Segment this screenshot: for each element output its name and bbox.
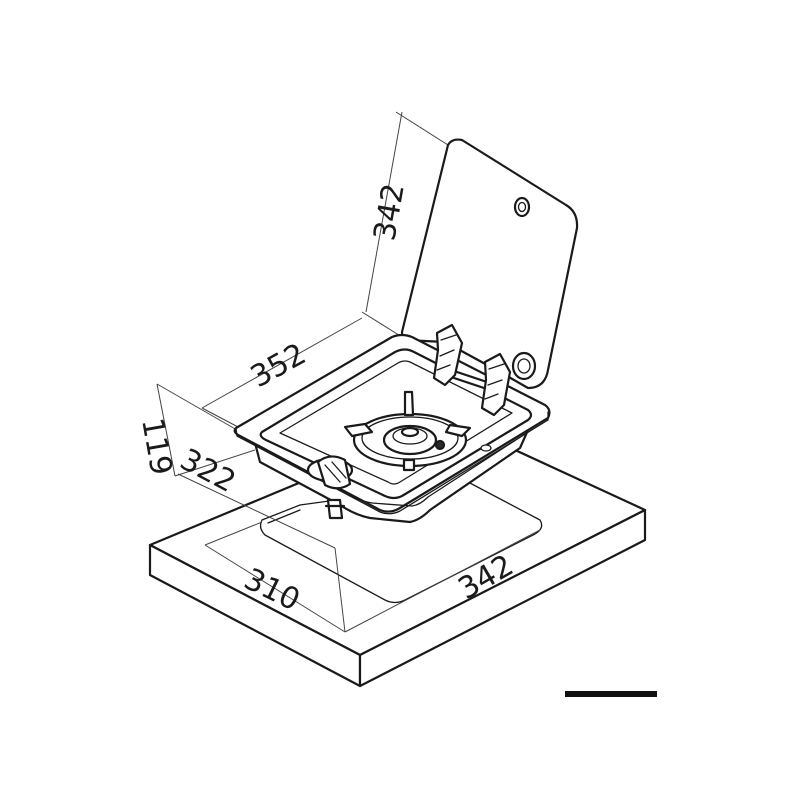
burner-cap [382,424,438,456]
pan-support-arm-right [444,423,472,438]
dimension-lines [156,111,541,633]
lid-button-icon [511,351,537,381]
dim-hob-width: 352 [245,337,312,395]
dim-hob-depth-inner: 322 [174,442,241,500]
pan-support-arm-back [403,390,415,417]
glass-lid [400,138,579,390]
dim-lid-height: 342 [367,181,411,243]
dim-hob-depth-total: 119 [134,415,178,477]
hinges [432,323,512,417]
countertop-cutout [259,481,543,604]
countertop [148,418,647,688]
scale-bar [565,691,657,697]
pan-support-arm-left [343,422,374,438]
pan-support-arm-front [402,458,416,472]
lid-knob-icon [513,196,531,218]
burner [343,390,492,472]
igniter-icon [434,439,446,451]
gas-connector [306,455,354,520]
